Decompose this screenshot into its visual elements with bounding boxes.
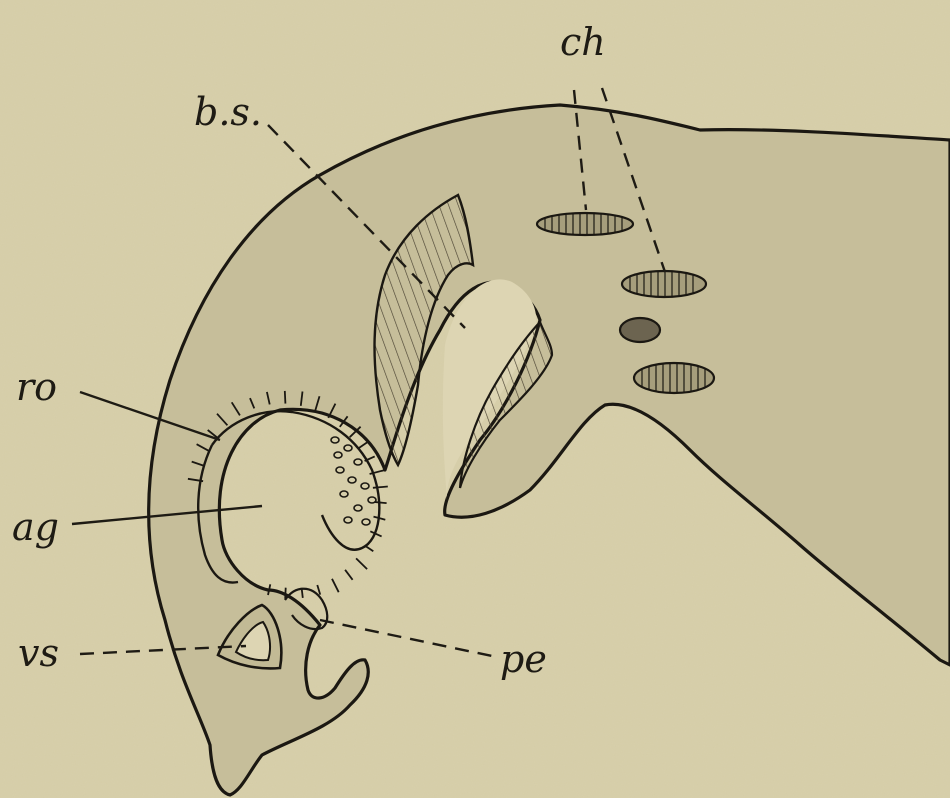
label-ch: ch: [560, 20, 606, 64]
label-vs: vs: [18, 631, 59, 675]
cilium: [285, 391, 286, 404]
chromatin-body-3: [620, 318, 660, 342]
label-ro: ro: [16, 365, 57, 409]
label-ag: ag: [12, 505, 59, 549]
chromatin-body-4: [634, 363, 714, 393]
cilium: [374, 502, 386, 503]
label-pe: pe: [500, 637, 547, 681]
label-bs: b.s.: [194, 90, 262, 134]
cilium: [285, 588, 286, 599]
